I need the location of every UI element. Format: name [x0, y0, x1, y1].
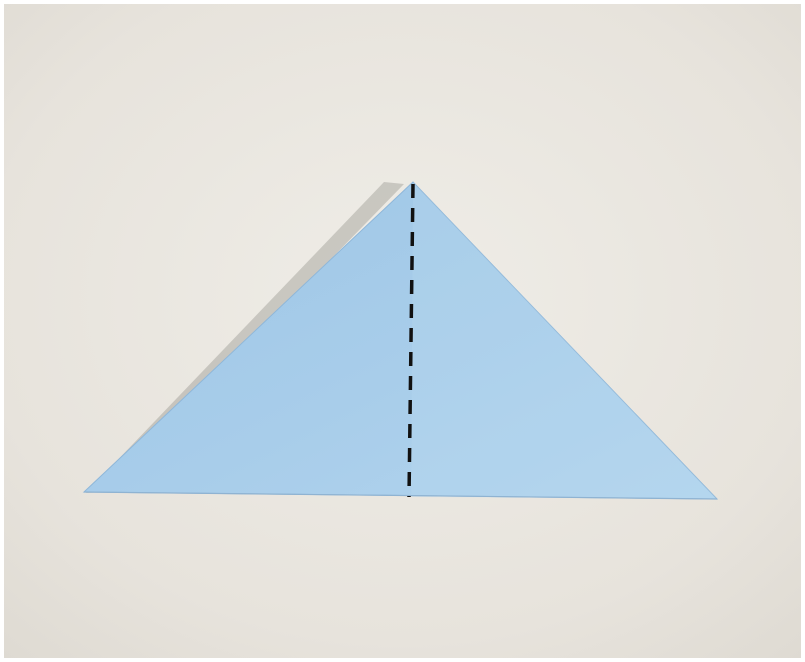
- photo: [4, 4, 801, 658]
- photo-canvas: [4, 4, 801, 658]
